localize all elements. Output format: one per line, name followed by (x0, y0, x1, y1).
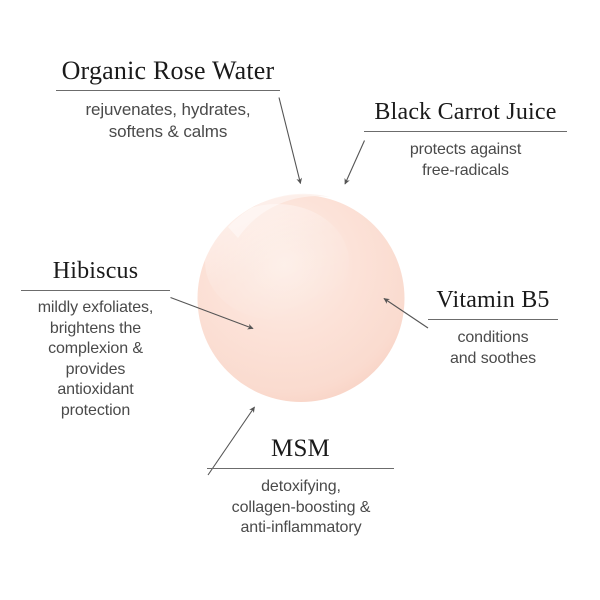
callout-description-line: rejuvenates, hydrates, (85, 100, 251, 120)
callout-description-line: antioxidant (57, 381, 134, 399)
callout-description-line: anti-inflammatory (240, 519, 362, 537)
callout-organic-rose-water: Organic Rose Water rejuvenates, hydrates… (56, 57, 280, 143)
callout-description-line: protection (60, 401, 131, 419)
callout-rule-msm (207, 468, 394, 470)
callout-description-line: softens & calms (108, 122, 228, 142)
blob-sheen (205, 204, 349, 320)
callout-description-line: brightens the (49, 319, 142, 337)
callout-title-black-carrot-juice: Black Carrot Juice (374, 99, 557, 125)
callout-description-line: mildly exfoliates, (37, 299, 154, 317)
callout-rule-hibiscus (21, 290, 170, 292)
callout-vitamin-b5: Vitamin B5 conditions and soothes (428, 287, 558, 369)
callout-rule-organic-rose-water (56, 90, 280, 92)
callout-description-line: provides (65, 360, 126, 378)
callout-description-line: collagen-boosting & (231, 498, 371, 516)
callout-rule-vitamin-b5 (428, 319, 558, 321)
callout-description-line: free-radicals (422, 161, 509, 179)
callout-title-hibiscus: Hibiscus (52, 258, 139, 284)
callout-title-organic-rose-water: Organic Rose Water (61, 56, 275, 85)
callout-description-line: and soothes (449, 349, 537, 367)
callout-hibiscus: Hibiscus mildly exfoliates, brightens th… (21, 258, 170, 421)
callout-msm: MSM detoxifying, collagen-boosting & ant… (207, 435, 394, 539)
connector-black-carrot (344, 140, 366, 185)
blob-highlight-arc (228, 193, 330, 238)
callout-rule-black-carrot-juice (364, 131, 567, 133)
callout-description-line: conditions (457, 329, 529, 347)
callout-description-organic-rose-water: rejuvenates, hydrates, softens & calms (56, 99, 280, 143)
callout-black-carrot-juice: Black Carrot Juice protects against free… (364, 99, 567, 181)
callout-description-hibiscus: mildly exfoliates, brightens the complex… (21, 298, 170, 421)
callout-description-msm: detoxifying, collagen-boosting & anti-in… (196, 477, 406, 538)
callout-description-black-carrot-juice: protects against free-radicals (364, 140, 567, 181)
callout-description-line: detoxifying, (261, 478, 341, 496)
callout-title-msm: MSM (271, 435, 330, 462)
callout-title-vitamin-b5: Vitamin B5 (436, 287, 550, 313)
callout-description-line: complexion & (48, 340, 143, 358)
connector-vitamin-b5 (383, 298, 429, 329)
callout-description-line: protects against (409, 141, 522, 159)
connector-rose-water (278, 97, 302, 185)
connector-hibiscus (170, 296, 254, 330)
blob-body (197, 195, 405, 402)
callout-description-vitamin-b5: conditions and soothes (428, 328, 558, 369)
